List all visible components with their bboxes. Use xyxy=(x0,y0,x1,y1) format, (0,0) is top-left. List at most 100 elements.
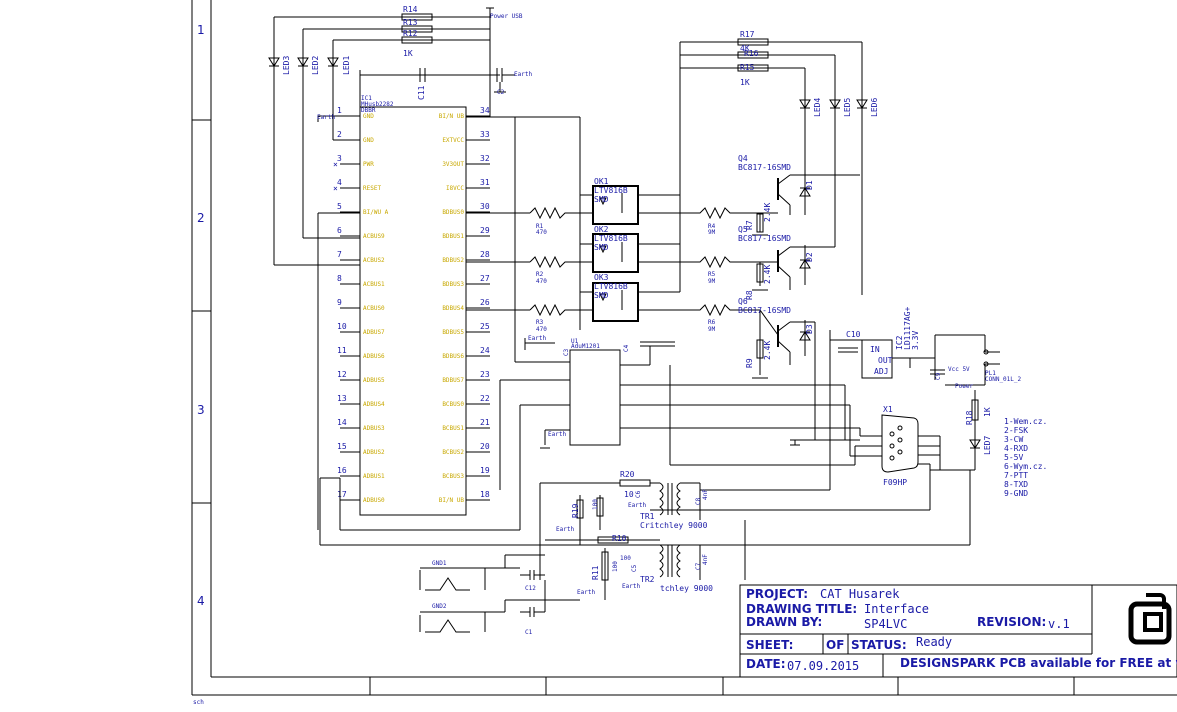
transistor-section xyxy=(752,174,863,440)
ic1-pin-name: ADBUS3 xyxy=(363,425,385,432)
d2-label: D2 xyxy=(805,252,814,262)
c10-label: C10 xyxy=(846,330,861,339)
ic1-pin-number: 18 xyxy=(480,490,490,499)
ic1-pin-number: 7 xyxy=(337,250,342,259)
x1-connector xyxy=(650,365,941,511)
r2-label: R2 xyxy=(536,271,544,278)
ic1-part: MHusb2282 xyxy=(361,101,394,108)
ic2-label: IC2 xyxy=(895,335,904,350)
ic1-pin-number: 4 xyxy=(337,178,342,187)
zone-3: 3 xyxy=(197,403,205,417)
ic1-pin-name: BDBUS2 xyxy=(442,257,464,264)
ic1-pin-name: RESET xyxy=(363,185,381,192)
ic1-pin-name: BCBUS1 xyxy=(442,425,464,432)
r18-value: 1K xyxy=(983,407,992,417)
ic1-pin-number: 22 xyxy=(480,394,490,403)
ic1-pin-name: GND xyxy=(363,113,374,120)
ic1-pin-number: 12 xyxy=(337,370,347,379)
pinout-item: 5-5V xyxy=(1004,453,1023,462)
r1-label: R1 xyxy=(536,223,544,230)
ic1-pin-number: 33 xyxy=(480,130,490,139)
r8-value: 2.4K xyxy=(763,265,772,284)
ic1-pin-name: BDBUS3 xyxy=(442,281,464,288)
c3-label: C3 xyxy=(563,348,570,356)
d3-label: D3 xyxy=(805,324,814,334)
q6-part: BC817-16SMD xyxy=(738,306,791,315)
tr2-label: TR2 xyxy=(640,575,655,584)
r2-value: 470 xyxy=(536,278,547,285)
led4-label: LED4 xyxy=(813,98,822,117)
ic1-pin-number: 17 xyxy=(337,490,347,499)
led-right-section xyxy=(680,38,868,290)
ic1-pin-name: BI/WU A xyxy=(363,209,389,216)
ic1-pin-number: 27 xyxy=(480,274,490,283)
r20-label: R20 xyxy=(620,470,635,479)
x1-label: X1 xyxy=(883,405,893,414)
ic1-pin-number: 34 xyxy=(480,106,490,115)
c2-earth-label: Earth xyxy=(514,71,532,78)
ic1-pin-name: ADBUS4 xyxy=(363,401,385,408)
power-usb-label: Power USB xyxy=(490,13,523,20)
ic1-pin-name: GND xyxy=(363,137,374,144)
r12-value: 1K xyxy=(403,49,413,58)
r14-label: R14 xyxy=(403,5,418,14)
ic1-pin-name: BCBUS3 xyxy=(442,473,464,480)
tr2-earth: Earth xyxy=(622,583,640,590)
zone-2: 2 xyxy=(197,211,205,225)
r17-value: 4K xyxy=(740,44,750,53)
u1-label: U1 xyxy=(571,338,579,345)
c7-value: 4nF xyxy=(702,554,709,565)
r18-label: R18 xyxy=(965,410,974,425)
led3-label: LED3 xyxy=(282,56,291,75)
pinout-item: 3-CW xyxy=(1004,435,1023,444)
r19-value: 100 xyxy=(592,499,599,510)
tr1-earth: Earth xyxy=(628,502,646,509)
u1-earth-label: Earth xyxy=(528,335,546,342)
pinout-item: 8-TXD xyxy=(1004,480,1028,489)
u1-earth2-label: Earth xyxy=(548,431,566,438)
ic1-pin-name: ACBUS1 xyxy=(363,281,385,288)
ic1-pin-name: ACBUS9 xyxy=(363,233,385,240)
ic1-pin-name: BDBUS7 xyxy=(442,377,464,384)
nc-mark: × xyxy=(333,160,338,169)
led7-label: LED7 xyxy=(983,436,992,455)
tr1-label: TR1 xyxy=(640,512,655,521)
x1-pinout-list: 1-Wem.cz.2-FSK3-CW4-RXD5-5V6-Wym.cz.7-PT… xyxy=(1004,417,1047,498)
pl1-label: PL1 xyxy=(985,370,996,377)
ic1-pin-number: 30 xyxy=(480,202,490,211)
opto-section xyxy=(529,42,760,330)
ic1-pin-number: 32 xyxy=(480,154,490,163)
promo-text: DESIGNSPARK PCB available for FREE at w xyxy=(900,656,1177,670)
ic1-pin-number: 16 xyxy=(337,466,347,475)
ic1-pin-name: BDBUS5 xyxy=(442,329,464,336)
q4-part: BC817-16SMD xyxy=(738,163,791,172)
ok2-pkg: SMD xyxy=(594,243,609,252)
zone-1: 1 xyxy=(197,23,205,37)
ic1-pin-number: 8 xyxy=(337,274,342,283)
ic1-pin-name: PWR xyxy=(363,161,374,168)
drawn-by-label: DRAWN BY: xyxy=(746,615,822,629)
ic1-pin-name: ACBUS2 xyxy=(363,257,385,264)
ok2-label: OK2 xyxy=(594,225,609,234)
led2-label: LED2 xyxy=(311,56,320,75)
ok3-pkg: SMD xyxy=(594,291,609,300)
ic1-pin-name: BDBUS0 xyxy=(442,209,464,216)
project-label: PROJECT: xyxy=(746,587,808,601)
ic1-pin-name: ADBUS7 xyxy=(363,329,385,336)
r16-label: R16 xyxy=(744,49,759,58)
c11-label: C11 xyxy=(417,85,426,100)
ic1-sub: DBBR xyxy=(361,107,376,114)
r15-label: R15 xyxy=(740,63,755,72)
ic1-pin-name: BCBUS2 xyxy=(442,449,464,456)
ic1-pin-name: ACBUS0 xyxy=(363,305,385,312)
ic1-pin-name: BCBUS0 xyxy=(442,401,464,408)
ic1-pin-number: 9 xyxy=(337,298,342,307)
ic1-pin-name: ADBUS5 xyxy=(363,377,385,384)
ic1-pin-number: 23 xyxy=(480,370,490,379)
power-led-section xyxy=(268,7,515,265)
r19-label: R19 xyxy=(571,503,580,518)
revision-label: REVISION: xyxy=(977,615,1046,629)
d1-label: D1 xyxy=(805,180,814,190)
